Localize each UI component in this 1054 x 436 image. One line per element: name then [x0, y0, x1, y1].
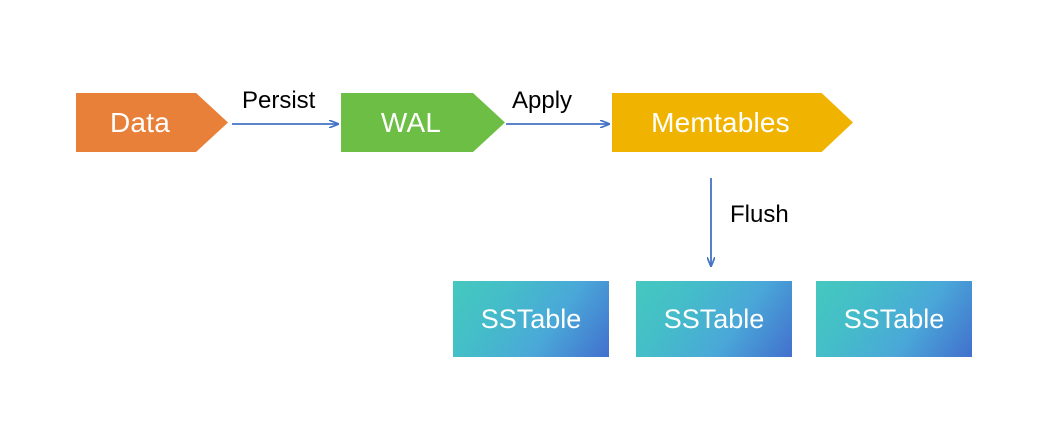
node-sstable-3-label: SSTable	[843, 303, 945, 334]
node-memtables-label: Memtables	[651, 106, 790, 138]
node-memtables[interactable]: Memtables	[612, 93, 853, 152]
edge-label-persist: Persist	[242, 87, 316, 114]
node-sstable-2[interactable]: SSTable	[636, 281, 792, 357]
node-wal-label: WAL	[380, 106, 442, 138]
node-sstable-3[interactable]: SSTable	[816, 281, 972, 357]
node-data-label: Data	[110, 106, 170, 138]
edge-label-apply: Apply	[512, 87, 573, 114]
node-sstable-2-label: SSTable	[663, 303, 765, 334]
edge-label-flush: Flush	[730, 201, 789, 228]
node-sstable-1-label: SSTable	[480, 303, 582, 334]
node-wal[interactable]: WAL	[341, 93, 505, 152]
node-data[interactable]: Data	[76, 93, 228, 152]
node-sstable-1[interactable]: SSTable	[453, 281, 609, 357]
